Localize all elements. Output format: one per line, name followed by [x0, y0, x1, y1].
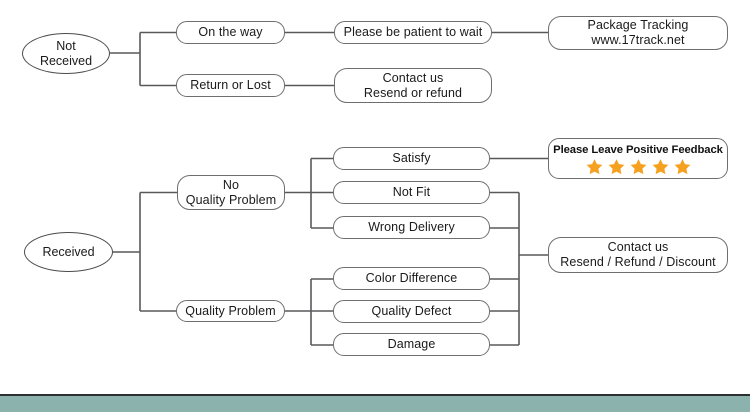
node-not-fit[interactable]: Not Fit	[333, 181, 490, 204]
node-positive-feedback[interactable]: Please Leave Positive Feedback	[548, 138, 728, 179]
star-icon	[652, 158, 668, 174]
node-satisfy[interactable]: Satisfy	[333, 147, 490, 170]
node-please-be-patient-to-wait[interactable]: Please be patient to wait	[334, 21, 492, 44]
node-on-the-way[interactable]: On the way	[176, 21, 285, 44]
star-icon	[630, 158, 646, 174]
positive-feedback-label: Please Leave Positive Feedback	[553, 144, 723, 157]
node-return-or-lost[interactable]: Return or Lost	[176, 74, 285, 97]
star-icon	[674, 158, 690, 174]
node-contact-us-resend-refund-discount[interactable]: Contact us Resend / Refund / Discount	[548, 237, 728, 273]
footer-bar	[0, 394, 750, 412]
node-color-difference[interactable]: Color Difference	[333, 267, 490, 290]
star-rating[interactable]	[586, 158, 691, 175]
star-icon	[608, 158, 624, 174]
node-no-quality-problem[interactable]: No Quality Problem	[177, 175, 285, 210]
node-damage[interactable]: Damage	[333, 333, 490, 356]
node-package-tracking[interactable]: Package Tracking www.17track.net	[548, 16, 728, 50]
node-contact-us-resend-or-refund[interactable]: Contact us Resend or refund	[334, 68, 492, 103]
node-quality-defect[interactable]: Quality Defect	[333, 300, 490, 323]
node-quality-problem[interactable]: Quality Problem	[176, 300, 285, 322]
node-not-received[interactable]: Not Received	[22, 33, 110, 74]
star-icon	[586, 158, 602, 174]
node-received[interactable]: Received	[24, 232, 113, 272]
node-wrong-delivery[interactable]: Wrong Delivery	[333, 216, 490, 239]
